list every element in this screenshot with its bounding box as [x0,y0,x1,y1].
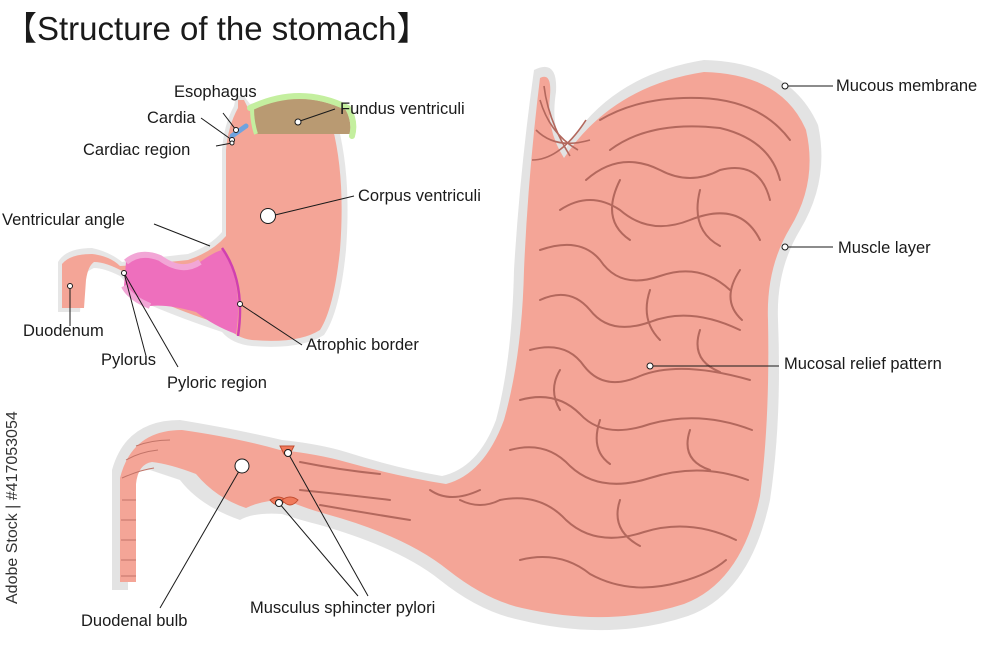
label-cardia: Cardia [147,109,196,127]
label-fundus-ventriculi: Fundus ventriculi [340,100,465,118]
label-atrophic-border: Atrophic border [306,336,419,354]
duodenum-rings [121,439,171,577]
label-mucous-membrane: Mucous membrane [836,77,978,95]
fundus-border [247,93,357,139]
label-corpus-ventriculi: Corpus ventriculi [358,187,481,205]
label-mucosal-relief-pattern: Mucosal relief pattern [784,355,942,373]
label-musculus-sphincter-pylori: Musculus sphincter pylori [250,599,436,617]
label-pylorus: Pylorus [101,351,157,369]
small-stomach-body [62,100,342,341]
page-title: 【Structure of the stomach】 [4,10,430,47]
label-duodenal-bulb: Duodenal bulb [81,612,188,630]
large-stomach-illustration [112,60,822,631]
pyloric-region [124,250,239,334]
label-pyloric-region: Pyloric region [167,374,267,392]
pyloric-border-light [121,251,202,309]
fundus-region [251,98,351,134]
label-cardiac-region: Cardiac region [83,141,191,159]
label-esophagus: Esophagus [174,83,257,101]
cardia-marker [229,123,249,139]
label-muscle-layer: Muscle layer [838,239,931,257]
leader-dots [67,82,789,507]
label-ventricular-angle: Ventricular angle [2,211,125,229]
pyloric-border [220,247,242,337]
mucosal-folds [299,96,791,589]
stock-watermark: Adobe Stock | #417053054 [4,411,21,604]
label-duodenum: Duodenum [23,322,104,340]
leader-lines [69,85,833,609]
esophagus-folds [531,85,591,161]
